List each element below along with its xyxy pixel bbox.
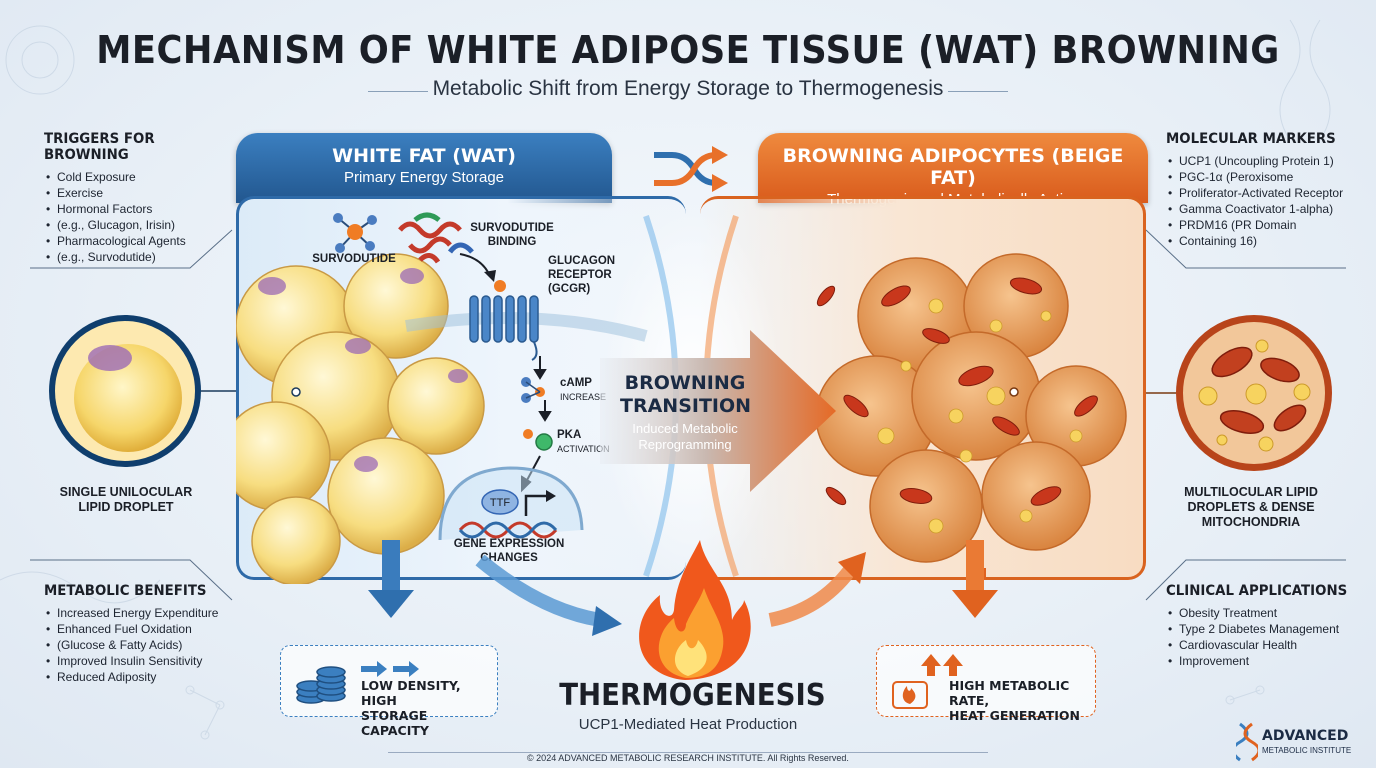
- footer-copyright: © 2024 ADVANCED METABOLIC RESEARCH INSTI…: [527, 753, 849, 763]
- list-item: Exercise: [44, 185, 234, 201]
- multilocular-caption: MULTILOCULAR LIPID DROPLETS & DENSE MITO…: [1184, 485, 1318, 529]
- clinical-list: Obesity Treatment Type 2 Diabetes Manage…: [1166, 605, 1366, 669]
- subtitle-rule-left: [368, 91, 428, 92]
- triggers-heading: TRIGGERS FOR BROWNING: [44, 131, 155, 163]
- list-item-continuation: Containing 16): [1166, 233, 1366, 249]
- heat-icon: [892, 654, 963, 709]
- heat-flow: [368, 540, 998, 680]
- unilocular-zoom: [49, 315, 294, 467]
- signaling-pathway: [333, 212, 584, 541]
- camp-label: cAMP: [560, 377, 592, 389]
- benefits-heading: METABOLIC BENEFITS: [44, 583, 207, 599]
- list-item-continuation: Improvement: [1166, 653, 1366, 669]
- page-subtitle: Metabolic Shift from Energy Storage to T…: [432, 77, 944, 100]
- thermogenesis-title: THERMOGENESIS: [559, 678, 826, 713]
- beige-info-box: HIGH METABOLIC RATE, HEAT GENERATION: [876, 645, 1096, 723]
- list-item: Type 2 Diabetes Management: [1166, 621, 1366, 637]
- list-item-continuation: Gamma Coactivator 1-alpha): [1166, 201, 1366, 217]
- receptor-label: GLUCAGON RECEPTOR (GCGR): [548, 255, 616, 295]
- transition-title: BROWNING TRANSITION: [620, 372, 752, 417]
- list-item: Hormonal Factors: [44, 201, 234, 217]
- clinical-section: CLINICAL APPLICATIONS Obesity Treatment …: [1166, 583, 1366, 669]
- pka-sublabel: ACTIVATION: [557, 444, 610, 454]
- transition-subtitle: Induced Metabolic Reprogramming: [632, 421, 738, 452]
- camp-sublabel: INCREASE: [560, 392, 607, 402]
- list-item: PRDM16 (PR Domain: [1166, 217, 1366, 233]
- list-item: Cold Exposure: [44, 169, 234, 185]
- beige-title: BROWNING ADIPOCYTES (BEIGE FAT): [782, 145, 1124, 189]
- clinical-heading: CLINICAL APPLICATIONS: [1166, 583, 1348, 599]
- list-item-continuation: (e.g., Survodutide): [44, 249, 234, 265]
- beige-header: BROWNING ADIPOCYTES (BEIGE FAT) Thermoge…: [758, 133, 1148, 208]
- footer-rule: [388, 752, 988, 753]
- markers-list: UCP1 (Uncoupling Protein 1) PGC-1α (Pero…: [1166, 153, 1366, 249]
- list-item: PGC-1α (Peroxisome: [1166, 169, 1366, 185]
- survodutide-label: SURVODUTIDE: [312, 253, 396, 265]
- list-item-continuation: Proliferator-Activated Receptor: [1166, 185, 1366, 201]
- logo-line2: METABOLIC INSTITUTE: [1262, 746, 1352, 755]
- wat-subtitle: Primary Energy Storage: [343, 169, 505, 186]
- ttf-label: TTF: [489, 497, 511, 509]
- list-item: Enhanced Fuel Oxidation: [44, 621, 244, 637]
- wat-info-box: LOW DENSITY, HIGH STORAGE CAPACITY: [280, 645, 498, 738]
- wat-info-text: LOW DENSITY, HIGH STORAGE CAPACITY: [361, 678, 461, 738]
- unilocular-caption: SINGLE UNILOCULAR LIPID DROPLET: [59, 485, 193, 514]
- triggers-list: Cold Exposure Exercise Hormonal Factors …: [44, 169, 234, 265]
- multilocular-zoom: [1010, 315, 1332, 471]
- transition-arrow: [600, 330, 836, 492]
- markers-heading: MOLECULAR MARKERS: [1166, 131, 1336, 147]
- gene-expression-label: GENE EXPRESSION CHANGES: [453, 538, 565, 564]
- subtitle-block: Metabolic Shift from Energy Storage to T…: [368, 77, 1008, 105]
- benefits-list: Increased Energy Expenditure Enhanced Fu…: [44, 605, 244, 685]
- triggers-section: TRIGGERS FOR BROWNING Cold Exposure Exer…: [44, 131, 234, 265]
- benefits-section: METABOLIC BENEFITS Increased Energy Expe…: [44, 583, 244, 685]
- wat-title: WHITE FAT (WAT): [332, 145, 516, 167]
- markers-section: MOLECULAR MARKERS UCP1 (Uncoupling Prote…: [1166, 131, 1366, 249]
- list-item: Obesity Treatment: [1166, 605, 1366, 621]
- pka-label: PKA: [557, 429, 582, 441]
- list-item: Increased Energy Expenditure: [44, 605, 244, 621]
- shuffle-icon: [654, 146, 728, 192]
- list-item-continuation: (Glucose & Fatty Acids): [44, 637, 244, 653]
- subtitle-rule-right: [948, 91, 1008, 92]
- dna-logo-icon: [1236, 722, 1258, 762]
- page-title: MECHANISM OF WHITE ADIPOSE TISSUE (WAT) …: [96, 28, 1280, 72]
- beige-info-text: HIGH METABOLIC RATE, HEAT GENERATION: [949, 678, 1080, 723]
- wat-header: WHITE FAT (WAT) Primary Energy Storage: [236, 133, 612, 203]
- list-item: UCP1 (Uncoupling Protein 1): [1166, 153, 1366, 169]
- list-item: Pharmacological Agents: [44, 233, 234, 249]
- storage-coins-icon: [296, 661, 419, 704]
- binding-label: SURVODUTIDE BINDING: [470, 222, 554, 248]
- list-item: Reduced Adiposity: [44, 669, 244, 685]
- list-item: Cardiovascular Health: [1166, 637, 1366, 653]
- list-item-continuation: (e.g., Glucagon, Irisin): [44, 217, 234, 233]
- logo-line1: ADVANCED: [1262, 728, 1349, 744]
- list-item: Improved Insulin Sensitivity: [44, 653, 244, 669]
- thermogenesis-subtitle: UCP1-Mediated Heat Production: [578, 716, 798, 733]
